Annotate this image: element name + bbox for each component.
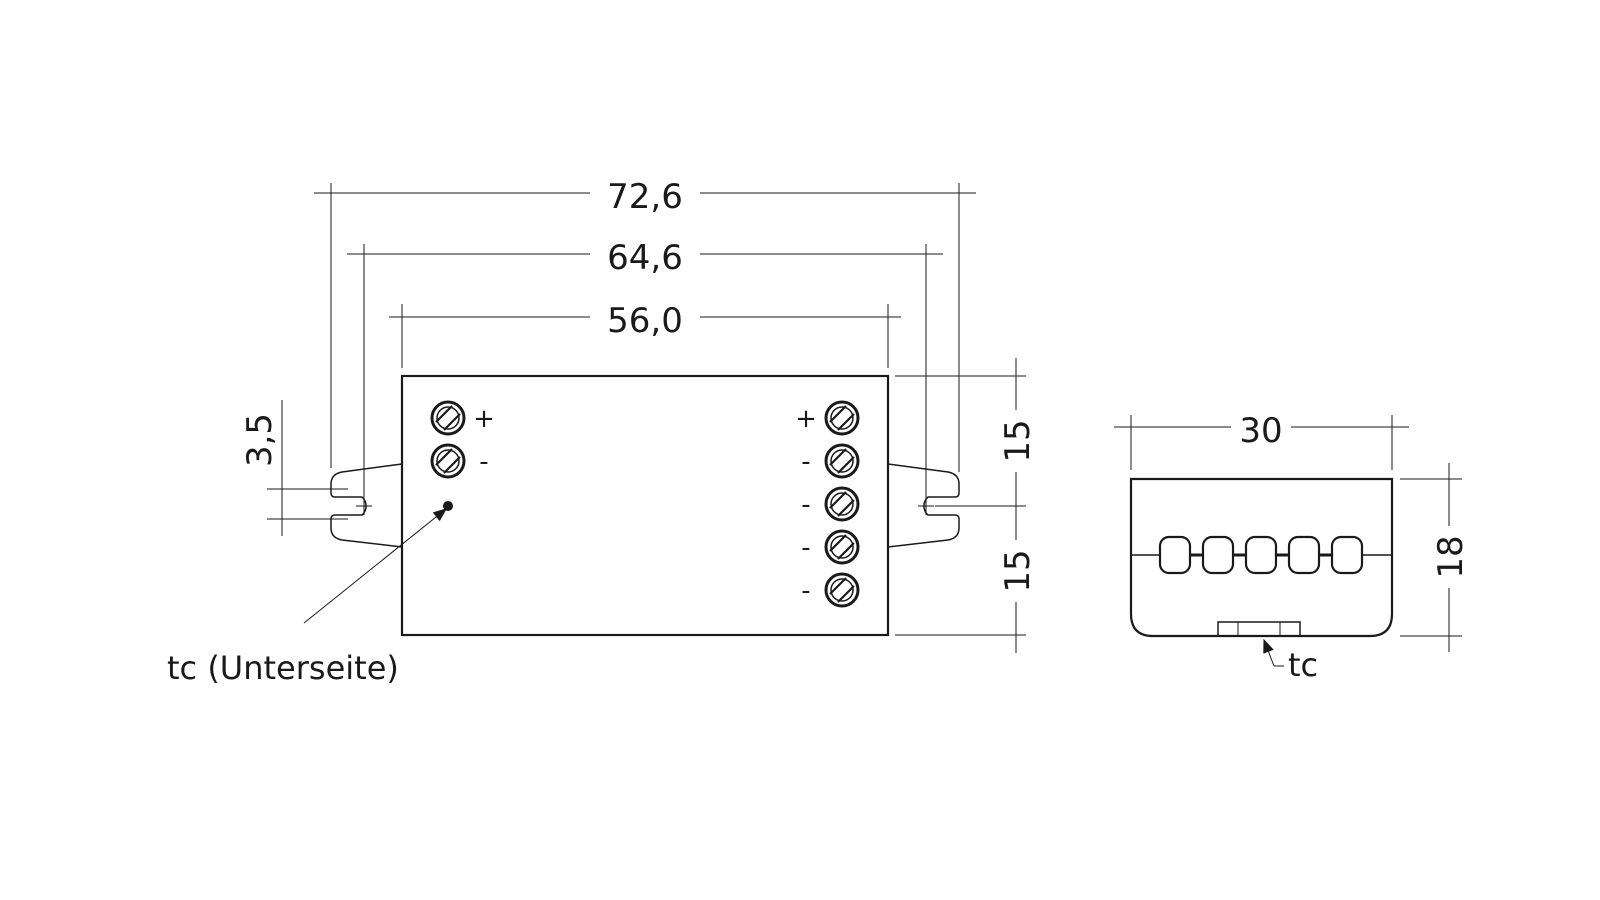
output-screw-terminal-4 xyxy=(824,572,860,608)
wire-opening-2 xyxy=(1244,535,1278,575)
input-terminal-block: +- xyxy=(430,400,495,479)
output-screw-terminal-2 xyxy=(824,486,860,522)
dim-overall-length: 72,6 xyxy=(314,174,976,472)
dim-mounting-hole-distance: 64,6 xyxy=(347,235,943,515)
input-screw-terminal-0 xyxy=(430,400,466,436)
svg-text:3,5: 3,5 xyxy=(240,413,280,467)
dim-height: 18 xyxy=(1400,463,1471,652)
dim-width: 30 xyxy=(1114,408,1409,470)
tc-side-label: tc xyxy=(1288,646,1318,684)
input-screw-terminal-1 xyxy=(430,443,466,479)
wire-opening-1 xyxy=(1201,535,1235,575)
output-terminal-block: + - - - - xyxy=(795,400,860,608)
device-body-top xyxy=(400,374,890,637)
dim-body-length: 56,0 xyxy=(389,298,901,368)
wire-opening-0 xyxy=(1158,535,1192,575)
tc-leader-line xyxy=(303,508,448,624)
tc-measuring-point xyxy=(443,501,453,511)
output-screw-terminal-0 xyxy=(824,400,860,436)
tc-underside-label: tc (Unterseite) xyxy=(167,649,399,687)
output-polarity-label-4: - xyxy=(801,576,810,606)
svg-text:56,0: 56,0 xyxy=(607,301,683,341)
wire-opening-4 xyxy=(1330,535,1364,575)
top-view: +- +---- tc (Unterseite) 72,6 64,6 xyxy=(167,174,1038,687)
svg-text:18: 18 xyxy=(1431,535,1471,578)
output-polarity-label-1: - xyxy=(801,447,810,477)
input-polarity-label-1: - xyxy=(479,447,488,477)
output-polarity-label-0: + xyxy=(795,404,817,434)
input-polarity-label-0: + xyxy=(473,404,495,434)
svg-text:72,6: 72,6 xyxy=(607,177,683,217)
wire-opening-3 xyxy=(1287,535,1321,575)
svg-text:15: 15 xyxy=(998,419,1038,462)
tc-tab xyxy=(1217,621,1301,637)
output-polarity-label-3: - xyxy=(801,533,810,563)
svg-text:64,6: 64,6 xyxy=(607,238,683,278)
dim-tab-slot-height: 3,5 xyxy=(240,400,348,536)
dim-half-heights: 15 15 xyxy=(895,358,1038,653)
output-polarity-label-2: - xyxy=(801,490,810,520)
svg-text:30: 30 xyxy=(1239,411,1282,451)
side-view: tc 30 18 xyxy=(1114,408,1471,684)
output-screw-terminal-1 xyxy=(824,443,860,479)
output-screw-terminal-3 xyxy=(824,529,860,565)
wire-entry-openings xyxy=(1158,535,1364,575)
svg-text:15: 15 xyxy=(998,549,1038,592)
